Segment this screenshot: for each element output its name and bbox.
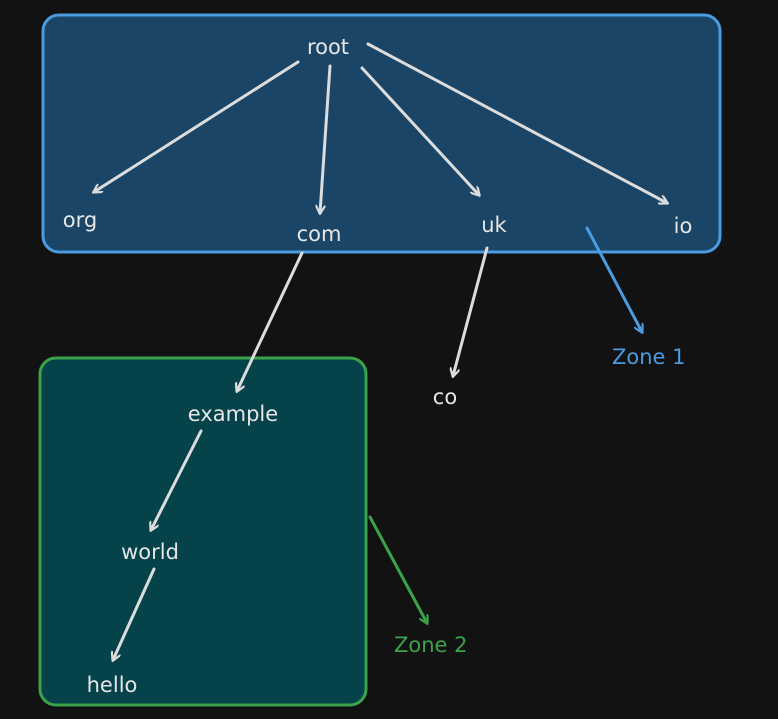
zone2-box xyxy=(38,356,368,707)
node-hello: hello xyxy=(87,673,138,697)
edge-root-uk xyxy=(360,66,479,195)
node-com: com xyxy=(297,222,342,246)
node-world: world xyxy=(121,540,179,564)
edge-com-example xyxy=(237,251,304,391)
node-root: root xyxy=(307,35,349,59)
zone1-box xyxy=(41,13,722,254)
zone2-label: Zone 2 xyxy=(394,633,468,657)
node-org: org xyxy=(63,208,97,232)
edge-example-world xyxy=(151,429,203,530)
node-uk: uk xyxy=(481,213,507,237)
node-co: co xyxy=(433,385,457,409)
edge-world-hello xyxy=(113,567,156,660)
edge-uk-co xyxy=(453,246,489,376)
edge-root-org xyxy=(94,60,300,192)
zone1-pointer-arrow xyxy=(585,226,642,332)
edge-root-com xyxy=(320,64,332,213)
zone2-pointer-arrow xyxy=(368,515,427,623)
edge-root-io xyxy=(366,42,667,203)
zone1-label: Zone 1 xyxy=(612,345,686,369)
node-example: example xyxy=(188,402,278,426)
node-io: io xyxy=(674,214,693,238)
